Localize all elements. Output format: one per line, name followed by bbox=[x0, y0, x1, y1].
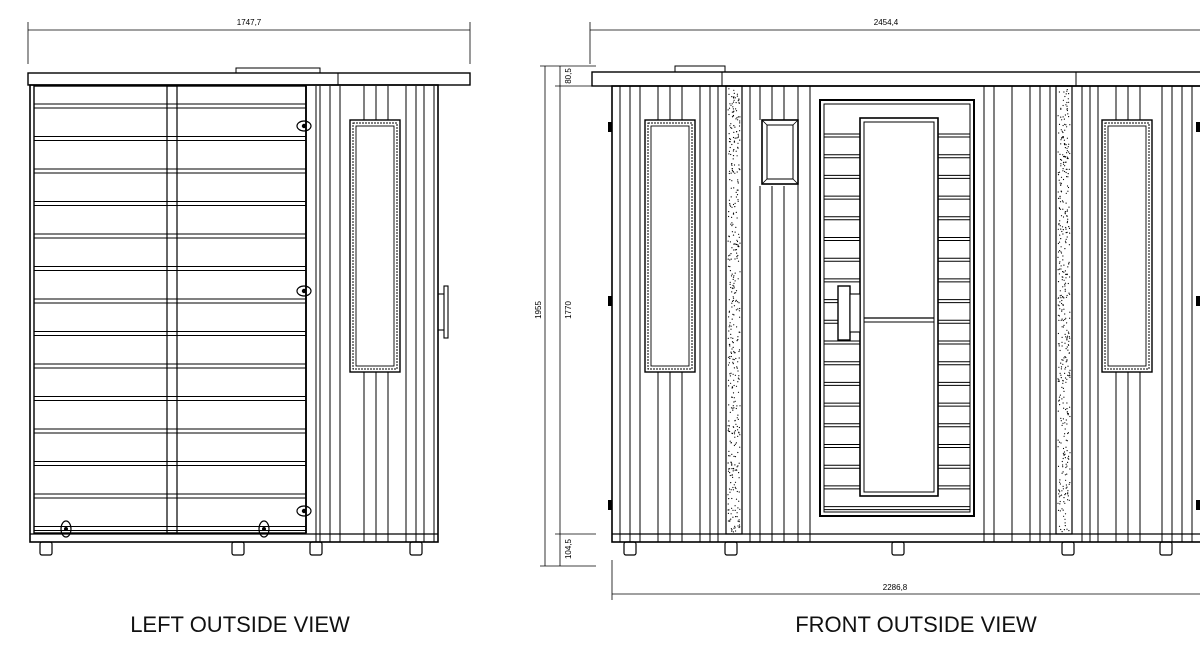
left-hinge-middle bbox=[296, 285, 312, 297]
front-height-dimensions: 1955 1770 80,5 104,5 bbox=[534, 65, 596, 567]
front-left-boards bbox=[619, 86, 719, 542]
front-feet bbox=[623, 541, 1173, 556]
front-right-hinges bbox=[1196, 122, 1200, 510]
front-roof-height-label: 80,5 bbox=[564, 68, 573, 84]
left-latch-2 bbox=[258, 520, 270, 538]
front-right-pillar bbox=[1055, 85, 1073, 535]
front-right-window bbox=[1101, 119, 1153, 373]
left-side-boards bbox=[315, 86, 435, 542]
front-left-hinges bbox=[608, 122, 612, 510]
left-width-label: 1747,7 bbox=[237, 18, 262, 27]
left-door-handle bbox=[438, 285, 449, 339]
left-roof bbox=[27, 67, 471, 86]
left-feet bbox=[39, 541, 423, 556]
front-top-width-label: 2454,4 bbox=[874, 18, 899, 27]
left-hinge-bottom bbox=[296, 505, 312, 517]
front-left-pillar bbox=[725, 85, 743, 535]
front-total-height-label: 1955 bbox=[534, 301, 543, 319]
left-latch-1 bbox=[60, 520, 72, 538]
front-center-right-boards bbox=[983, 86, 1051, 542]
front-left-window bbox=[644, 119, 696, 373]
left-door-mullion bbox=[166, 85, 178, 534]
front-bottom-width-dimension: 2286,8 bbox=[611, 560, 1200, 600]
front-control-panel bbox=[761, 119, 799, 185]
front-roof bbox=[591, 65, 1200, 87]
left-hinge-top bbox=[296, 120, 312, 132]
front-top-width-dimension: 2454,4 bbox=[589, 18, 1200, 64]
front-bottom-width-label: 2286,8 bbox=[883, 583, 908, 592]
front-view-caption: FRONT OUTSIDE VIEW bbox=[795, 612, 1037, 637]
front-right-boards bbox=[1081, 86, 1193, 542]
front-door-handle bbox=[837, 285, 861, 341]
front-body-height-label: 1770 bbox=[564, 301, 573, 319]
front-outside-view: 2454,4 1955 1770 80,5 104,5 bbox=[534, 18, 1200, 637]
left-side-window bbox=[349, 119, 401, 373]
left-width-dimension: 1747,7 bbox=[27, 18, 471, 64]
left-door-slats bbox=[34, 103, 306, 531]
front-base-height-label: 104,5 bbox=[564, 538, 573, 559]
front-cabin-outline bbox=[611, 85, 1200, 543]
left-view-caption: LEFT OUTSIDE VIEW bbox=[130, 612, 350, 637]
left-outside-view: 1747,7 bbox=[27, 18, 471, 637]
